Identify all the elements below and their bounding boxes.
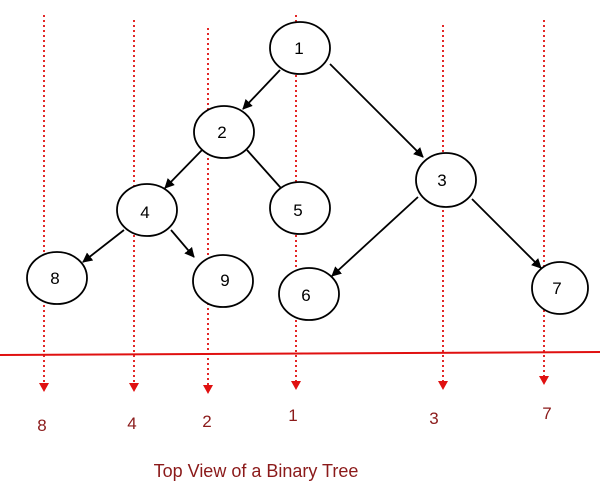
guide-arrowhead-4 bbox=[129, 383, 139, 392]
edge-4-8 bbox=[82, 229, 125, 263]
guide-arrowhead-7 bbox=[539, 376, 549, 385]
diagram-caption: Top View of a Binary Tree bbox=[154, 461, 359, 481]
tree-edges bbox=[82, 63, 542, 277]
tree-node-4: 4 bbox=[116, 183, 178, 237]
tree-node-3: 3 bbox=[415, 152, 477, 208]
guide-arrowhead-2 bbox=[203, 385, 213, 394]
top-view-labels: 8 4 2 1 3 7 bbox=[37, 404, 551, 435]
top-view-label-2: 2 bbox=[202, 412, 211, 431]
tree-node-5: 5 bbox=[269, 181, 331, 235]
edge-3-6 bbox=[331, 196, 419, 277]
tree-node-7: 7 bbox=[531, 261, 589, 315]
guide-arrowhead-3 bbox=[438, 381, 448, 390]
node-label-6: 6 bbox=[301, 286, 310, 305]
tree-node-8: 8 bbox=[26, 251, 88, 305]
vertical-guides bbox=[43, 15, 545, 390]
tree-node-6: 6 bbox=[278, 267, 340, 321]
horizon-line bbox=[0, 351, 600, 356]
node-label-3: 3 bbox=[437, 171, 446, 190]
guide-arrowhead-8 bbox=[39, 383, 49, 392]
top-view-label-7: 7 bbox=[542, 404, 551, 423]
edge-4-9 bbox=[170, 229, 195, 258]
top-view-label-4: 4 bbox=[127, 414, 136, 433]
guide-arrowheads bbox=[39, 376, 549, 394]
guide-arrowhead-1 bbox=[291, 381, 301, 390]
edge-2-4 bbox=[164, 148, 204, 189]
tree-node-9: 9 bbox=[192, 254, 254, 308]
edge-3-7 bbox=[471, 198, 542, 269]
top-view-label-1: 1 bbox=[288, 406, 297, 425]
node-label-8: 8 bbox=[50, 269, 59, 288]
top-view-label-3: 3 bbox=[429, 409, 438, 428]
node-label-5: 5 bbox=[293, 201, 302, 220]
edge-1-3 bbox=[329, 63, 424, 158]
node-label-7: 7 bbox=[552, 279, 561, 298]
node-label-1: 1 bbox=[294, 39, 303, 58]
tree-node-2: 2 bbox=[193, 105, 255, 159]
tree-nodes: 1 2 3 4 5 8 9 6 bbox=[26, 21, 589, 321]
tree-node-1: 1 bbox=[269, 21, 331, 75]
node-label-2: 2 bbox=[217, 123, 226, 142]
node-label-9: 9 bbox=[220, 271, 229, 290]
top-view-label-8: 8 bbox=[37, 416, 46, 435]
node-label-4: 4 bbox=[140, 203, 149, 222]
edge-1-2 bbox=[242, 69, 281, 110]
